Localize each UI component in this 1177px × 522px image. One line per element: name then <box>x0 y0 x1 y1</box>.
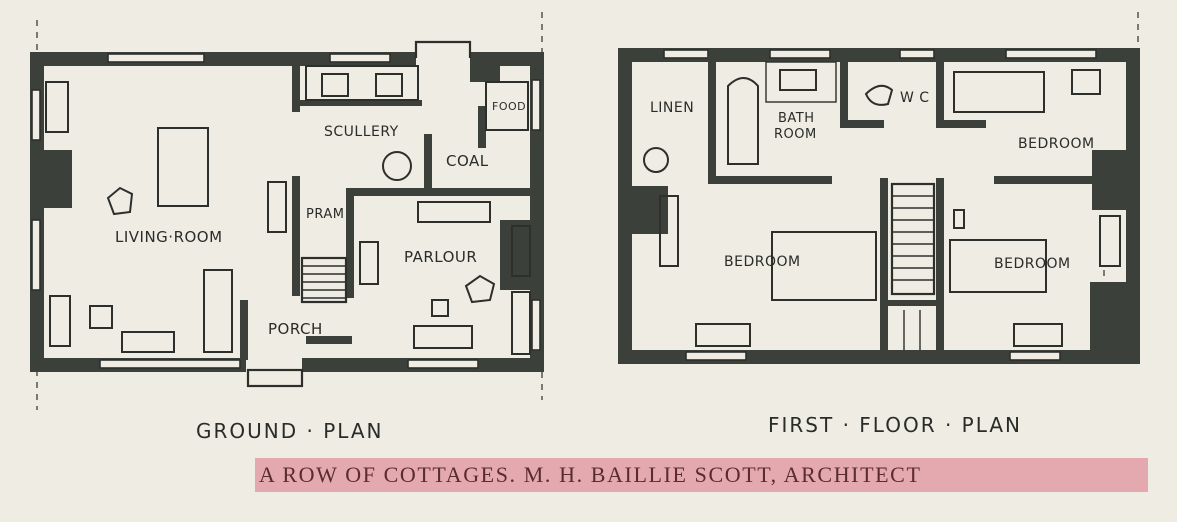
label-coal: COAL <box>446 152 489 170</box>
ff-west-chimney <box>622 186 668 234</box>
bedroom-ne-wall <box>936 120 986 128</box>
bath-tub <box>727 77 759 165</box>
bedroom-ne-south-wall <box>994 176 1098 184</box>
ff-window-4 <box>1005 49 1097 59</box>
label-bath-room: ROOM <box>774 127 817 142</box>
label-porch: PORCH <box>268 320 323 338</box>
bedroom-ne-chest <box>1071 69 1101 95</box>
ground-window-west-2 <box>31 219 41 291</box>
label-wc: W C <box>900 90 930 106</box>
stair-west-wall <box>880 178 888 354</box>
bath-east-wall <box>840 56 848 126</box>
wc-east-wall <box>936 56 944 126</box>
scullery-counter-wall <box>292 100 422 106</box>
living-settle <box>267 181 287 233</box>
ground-window-north-2 <box>329 53 391 63</box>
parlour-chair <box>464 274 496 304</box>
ground-window-east-2 <box>531 299 541 351</box>
caption: A ROW OF COTTAGES. M. H. BAILLIE SCOTT, … <box>255 458 1148 492</box>
living-cupboard <box>45 81 69 133</box>
bedroom-se-bed <box>949 239 1047 293</box>
label-living-room: LIVING·ROOM <box>115 228 223 246</box>
label-bedroom-se: BEDROOM <box>994 256 1071 272</box>
scullery-copper <box>375 73 403 97</box>
living-dresser <box>203 269 233 353</box>
ff-stair <box>890 182 936 350</box>
linen-press <box>659 195 679 267</box>
stair-east-wall <box>936 178 944 354</box>
first-floor-plan-title: FIRST · FLOOR · PLAN <box>768 413 1022 437</box>
living-stool <box>89 305 113 329</box>
label-scullery: SCULLERY <box>324 124 399 140</box>
ground-east-wall <box>530 52 544 372</box>
ground-plan: LIVING·ROOM SCULLERY FOOD COAL PRAM PARL… <box>30 12 544 443</box>
bedroom-se-bench <box>1013 323 1063 347</box>
porch-stair-wall <box>306 336 352 344</box>
first-floor-plan: LINEN BATH ROOM W C BEDROOM BEDROOM BEDR… <box>618 12 1140 437</box>
living-bench <box>121 331 175 353</box>
scullery-sink <box>321 73 349 97</box>
living-table <box>157 127 209 207</box>
ground-window-south-1 <box>99 359 241 369</box>
ground-window-south-2 <box>407 359 479 369</box>
bedroom-se-stand <box>953 209 965 229</box>
parlour-west-wall <box>346 188 354 298</box>
pram-west-wall <box>292 176 300 296</box>
scullery-bench <box>305 65 419 101</box>
label-linen: LINEN <box>650 100 694 116</box>
food-store-wall <box>470 56 500 82</box>
coal-west-wall <box>424 134 432 192</box>
label-parlour: PARLOUR <box>404 248 477 266</box>
ff-window-5 <box>685 351 747 361</box>
ground-window-east-1 <box>531 79 541 131</box>
porch-step <box>246 368 304 388</box>
ff-window-1 <box>663 49 709 59</box>
bath-basin <box>779 69 817 91</box>
bedroom-sw-bench <box>695 323 751 347</box>
living-chair <box>106 186 134 216</box>
ground-window-west-1 <box>31 89 41 141</box>
living-seat <box>49 295 71 347</box>
wc-pan <box>864 84 894 106</box>
bath-shelf <box>765 61 837 103</box>
ground-stair <box>300 256 348 304</box>
scullery-door-bay <box>414 40 472 58</box>
label-bedroom-sw: BEDROOM <box>724 254 801 270</box>
linen-wall <box>708 56 716 182</box>
label-food: FOOD <box>492 100 526 113</box>
wc-south-wall <box>840 120 884 128</box>
ground-plan-title: GROUND · PLAN <box>196 419 384 443</box>
parlour-seat <box>511 291 531 355</box>
parlour-north-wall <box>346 188 530 196</box>
parlour-bench <box>413 325 473 349</box>
ff-window-2 <box>769 49 831 59</box>
label-pram: PRAM <box>306 207 344 222</box>
label-bedroom-ne: BEDROOM <box>1018 136 1095 152</box>
ff-window-6 <box>1009 351 1061 361</box>
food-store <box>485 81 529 131</box>
bedroom-ne-bed <box>953 71 1045 113</box>
ground-window-north-1 <box>107 53 205 63</box>
living-chimney <box>36 150 72 208</box>
ff-window-3 <box>899 49 935 59</box>
landing-wall <box>882 300 940 306</box>
scullery-tub <box>382 151 412 181</box>
food-coal-wall <box>478 106 486 148</box>
bedroom-se-wardrobe <box>1099 215 1121 267</box>
label-bath: BATH <box>778 111 815 126</box>
parlour-couch <box>359 241 379 285</box>
porch-west-wall <box>240 300 248 360</box>
ff-east-chimney-2 <box>1090 282 1130 352</box>
parlour-cabinet <box>417 201 491 223</box>
ff-east-chimney <box>1092 150 1132 210</box>
parlour-stool <box>431 299 449 317</box>
scullery-west-wall <box>292 52 300 112</box>
linen-basin <box>643 147 669 173</box>
parlour-shelf <box>511 225 531 277</box>
bedroom-sw-bed <box>771 231 877 301</box>
bath-south-wall <box>708 176 832 184</box>
